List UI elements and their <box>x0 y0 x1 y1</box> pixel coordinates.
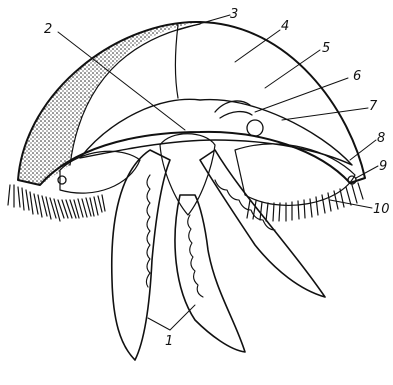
label-10: 10 <box>373 202 390 217</box>
sense-organ-left <box>58 176 66 184</box>
radial-canal <box>215 101 252 118</box>
manubrium <box>160 134 215 215</box>
ovary-spot <box>247 120 263 136</box>
marginal-tentacles <box>8 183 363 221</box>
oral-arm-right <box>200 150 325 297</box>
label-5: 5 <box>322 41 330 56</box>
gonad-right <box>235 144 355 205</box>
label-6: 6 <box>353 69 361 84</box>
oral-arm-center <box>175 195 245 352</box>
oral-arm-left <box>112 150 170 360</box>
umbrella <box>18 22 365 185</box>
gonad-left <box>60 151 140 193</box>
label-8: 8 <box>377 131 385 146</box>
label-2: 2 <box>44 22 52 37</box>
label-7: 7 <box>369 99 378 114</box>
oral-arms <box>112 150 325 360</box>
label-4: 4 <box>281 19 289 34</box>
label-1: 1 <box>165 334 173 349</box>
label-9: 9 <box>379 159 387 174</box>
label-3: 3 <box>230 7 238 22</box>
